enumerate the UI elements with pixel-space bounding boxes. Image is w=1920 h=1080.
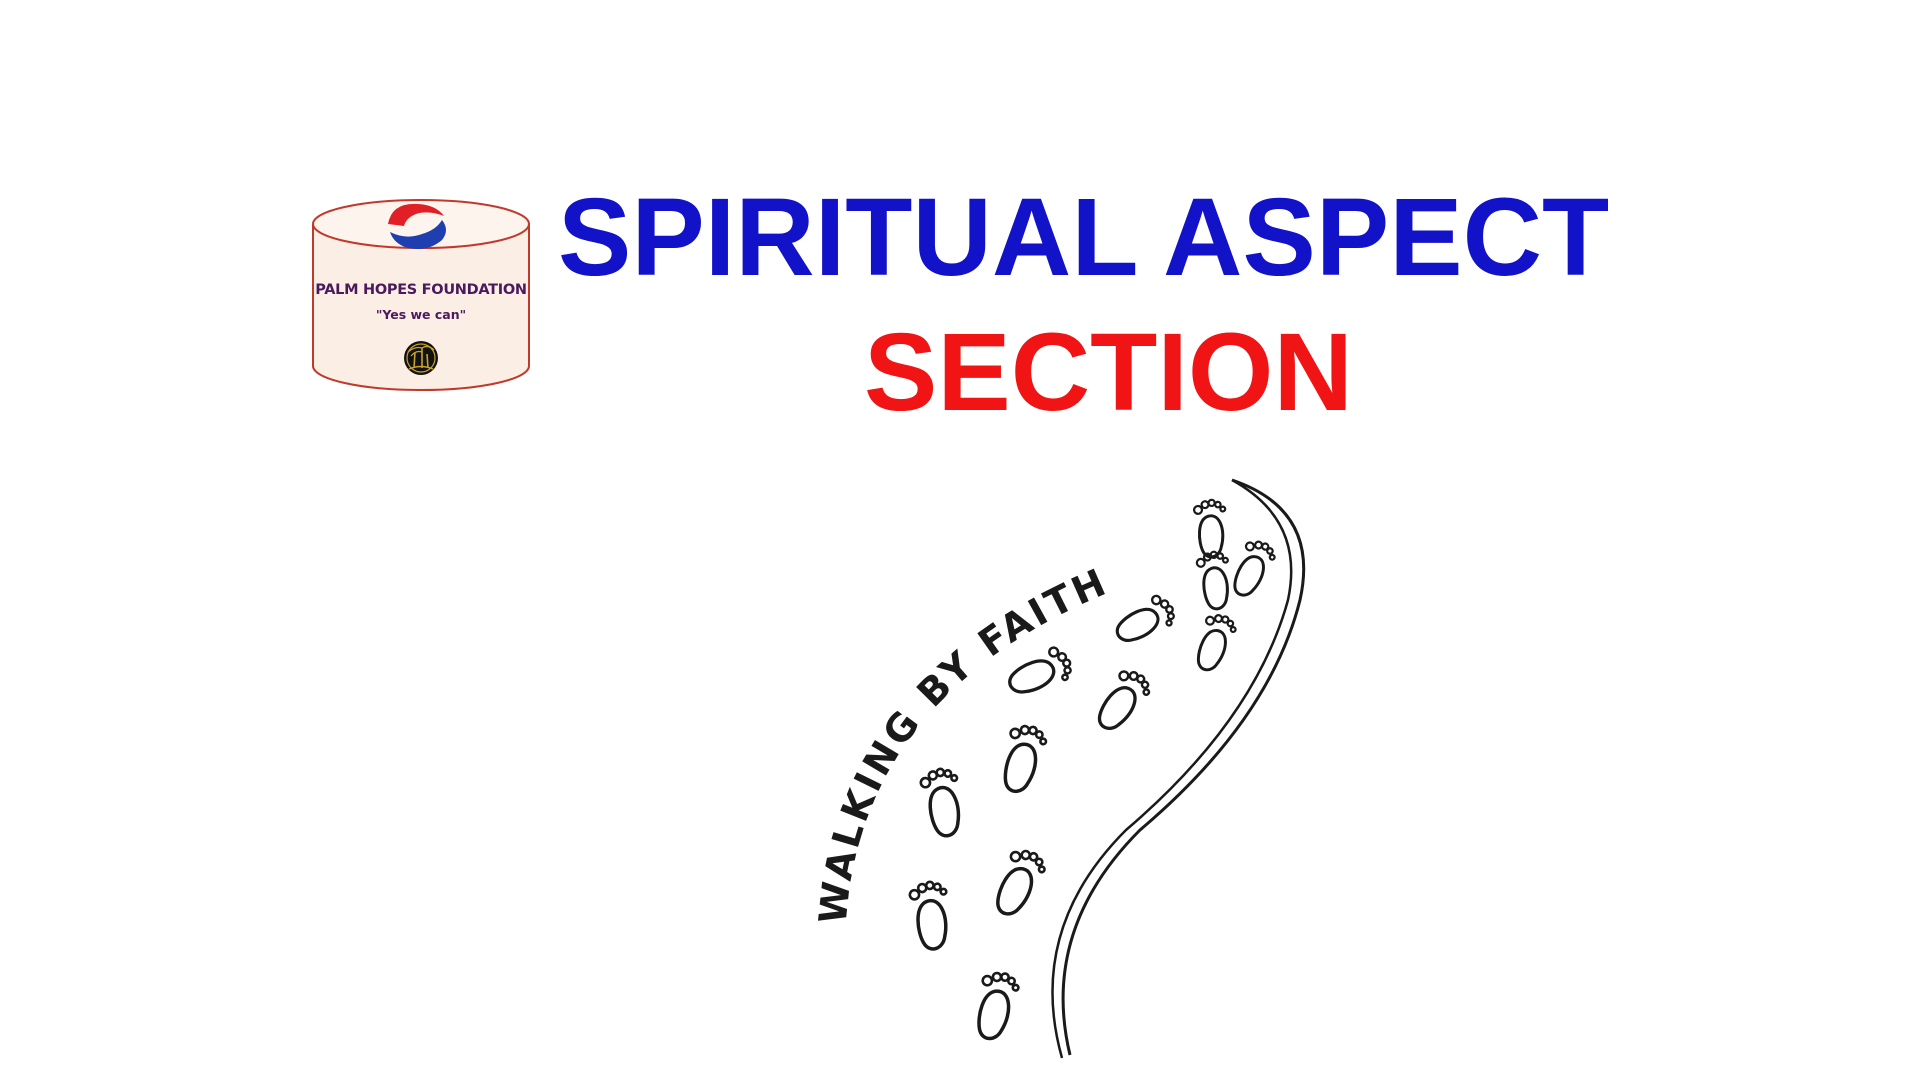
path-curve [1051, 478, 1306, 1059]
title-spiritual-aspect: SPIRITUAL ASPECT [558, 176, 1610, 299]
logo-motto: "Yes we can" [375, 307, 467, 322]
hands-icon [388, 203, 446, 249]
logo-organization-name: PALM HOPES FOUNDATION [315, 282, 527, 298]
palm-tree-emblem-icon [404, 341, 438, 375]
walking-by-faith-graphic: WALKING BY FAITH [800, 470, 1340, 1080]
palm-hopes-logo: PALM HOPES FOUNDATION "Yes we can" [310, 196, 532, 394]
caption-walking-by-faith: WALKING BY FAITH [811, 559, 1115, 925]
title-section: SECTION [864, 311, 1353, 434]
footprints-path-icon: WALKING BY FAITH [811, 478, 1306, 1059]
cylinder-icon [312, 199, 530, 391]
